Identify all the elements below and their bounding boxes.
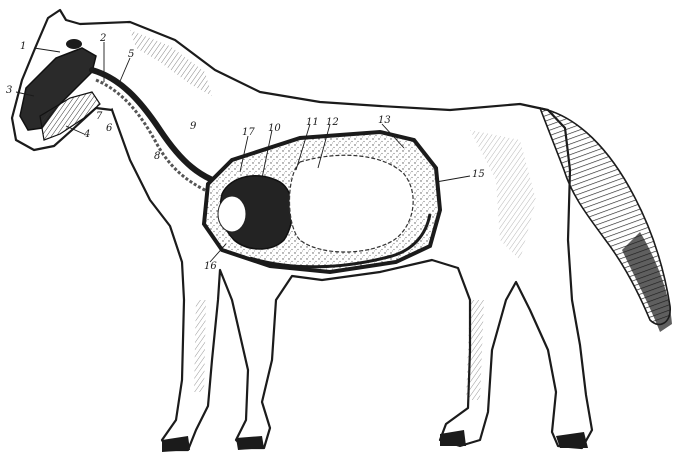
- large-intestine: [290, 155, 414, 252]
- callout-1: 1: [20, 42, 26, 52]
- callout-9: 9: [190, 122, 196, 132]
- callout-15: 15: [472, 170, 485, 180]
- callout-17: 17: [242, 128, 255, 138]
- eye: [66, 39, 82, 49]
- callout-10: 10: [268, 124, 281, 134]
- stomach-highlight: [218, 196, 246, 232]
- callout-2: 2: [100, 34, 106, 44]
- callout-12: 12: [326, 118, 339, 128]
- callout-11: 11: [306, 118, 319, 128]
- callout-13: 13: [378, 116, 391, 126]
- callout-5: 5: [128, 50, 134, 60]
- callout-4: 4: [84, 130, 90, 140]
- callout-7: 7: [96, 112, 102, 122]
- hoof-front-right: [236, 436, 264, 450]
- callout-16: 16: [204, 262, 217, 272]
- callout-3: 3: [6, 86, 12, 96]
- callout-8: 8: [154, 152, 160, 162]
- callout-6: 6: [106, 124, 112, 134]
- foreleg-shading: [194, 300, 206, 392]
